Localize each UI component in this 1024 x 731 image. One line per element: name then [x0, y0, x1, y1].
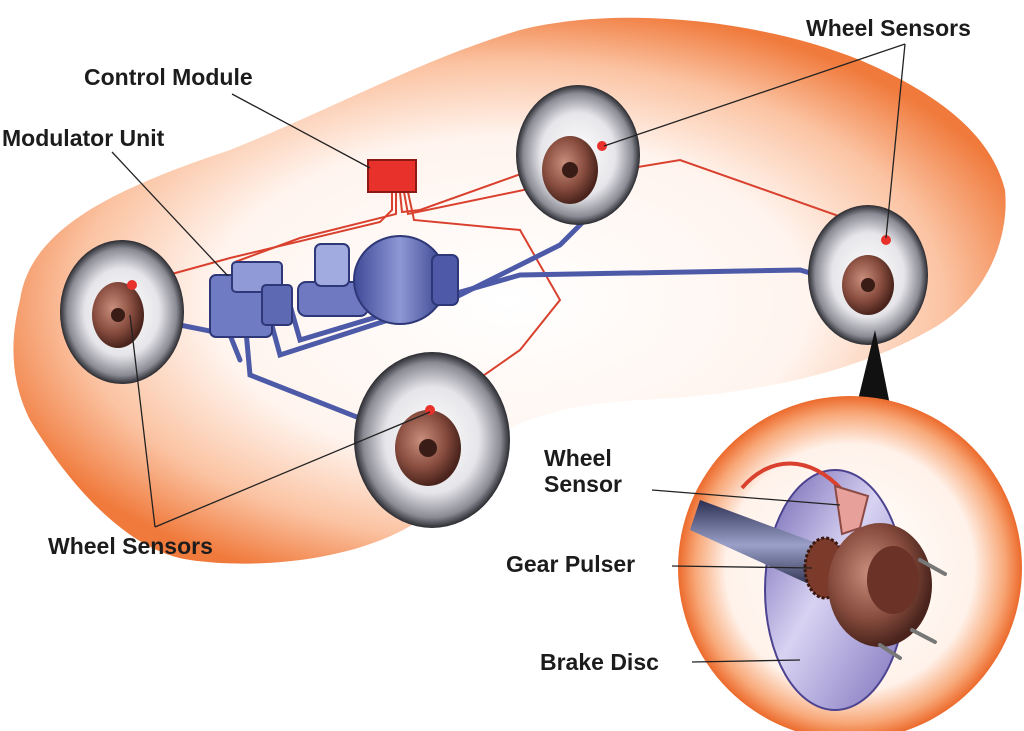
wheel-front-right	[808, 205, 928, 345]
leader-lines	[111, 43, 906, 528]
wheel-sensor-rear-left	[127, 280, 137, 290]
car-body	[13, 17, 1006, 564]
modulator-unit	[209, 261, 293, 338]
inset-detail	[651, 396, 1022, 731]
label-brake-disc: Brake Disc	[540, 649, 659, 675]
label-gear-pulser: Gear Pulser	[506, 551, 635, 577]
label-wheel-sensors-bottom: Wheel Sensors	[48, 533, 213, 559]
wheel-sensor-front-right	[881, 235, 891, 245]
master-cylinder-booster	[297, 235, 459, 325]
label-wheel-sensor-line1: Wheel	[544, 445, 612, 471]
wheel-rear-left	[60, 240, 184, 384]
inset-pointer	[858, 330, 890, 405]
label-modulator-unit: Modulator Unit	[2, 125, 165, 151]
wheel-front-left	[354, 352, 510, 528]
wheel-rear-right	[516, 85, 640, 225]
control-module	[367, 159, 417, 193]
wheel-sensor-body	[833, 484, 870, 536]
wheel-sensor-cable	[740, 461, 844, 492]
label-wheel-sensors-top: Wheel Sensors	[806, 15, 971, 41]
label-wheel-sensor-line2: Sensor	[544, 471, 622, 497]
label-control-module: Control Module	[84, 64, 253, 90]
wheel-sensor-rear-right	[597, 141, 607, 151]
